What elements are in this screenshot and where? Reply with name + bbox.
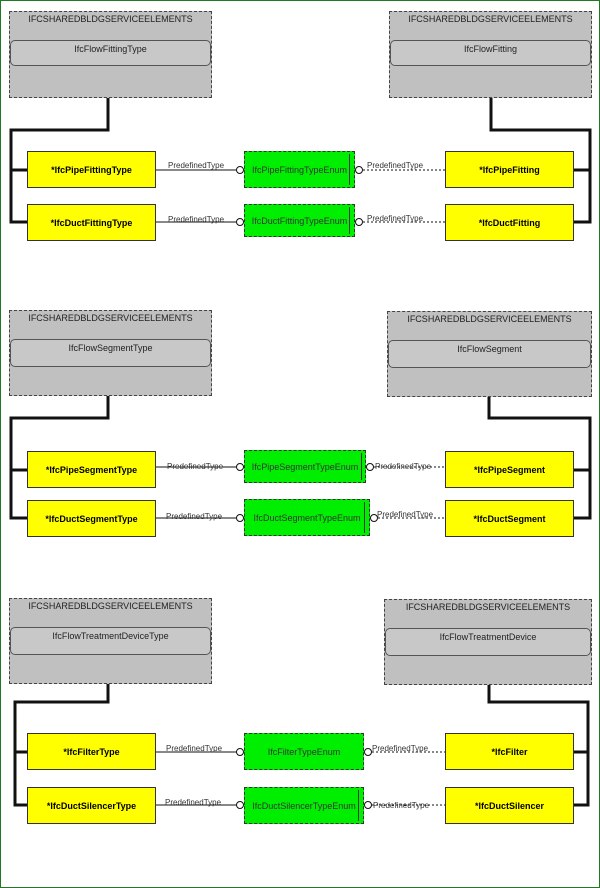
enum-label: IfcDuctSegmentTypeEnum	[253, 512, 361, 523]
entity-duct-fitting[interactable]: *IfcDuctFitting	[445, 204, 574, 241]
relation-label-right: PredefinedType	[367, 161, 424, 170]
schema-name: IFCSHAREDBLDGSERVICEELEMENTS	[405, 602, 571, 612]
enum-divider	[349, 207, 350, 234]
entity-duct-segment[interactable]: *IfcDuctSegment	[445, 500, 574, 537]
enum-divider	[361, 453, 362, 480]
attribute-end-circle	[355, 166, 363, 174]
schema-name: IFCSHAREDBLDGSERVICEELEMENTS	[408, 14, 573, 24]
inheritance-line	[487, 397, 592, 520]
inheritance-line	[9, 98, 110, 224]
schema-name: IFCSHAREDBLDGSERVICEELEMENTS	[28, 313, 193, 323]
supertype-entity: IfcFlowSegment	[388, 340, 591, 368]
inheritance-line	[489, 98, 592, 224]
relation-label-left: PredefinedType	[166, 744, 223, 753]
attribute-end-circle	[236, 166, 244, 174]
relation-label-left: PredefinedType	[167, 462, 224, 471]
relation-label-right: PredefinedType	[367, 214, 424, 223]
attribute-end-circle	[236, 514, 244, 522]
supertype-entity: IfcFlowFitting	[390, 40, 591, 66]
supertype-entity: IfcFlowSegmentType	[10, 339, 211, 367]
entity-duct-fitting-type[interactable]: *IfcDuctFittingType	[27, 204, 156, 241]
entity-filter-type[interactable]: *IfcFilterType	[27, 733, 156, 770]
enum-label: IfcPipeFittingTypeEnum	[251, 164, 348, 175]
attribute-end-circle	[364, 801, 372, 809]
enum-divider	[349, 154, 350, 185]
schema-box-flow-treatment-device-type[interactable]: IFCSHAREDBLDGSERVICEELEMENTS IfcFlowTrea…	[9, 598, 212, 684]
supertype-entity: IfcFlowTreatmentDeviceType	[10, 627, 211, 655]
schema-box-flow-fitting[interactable]: IFCSHAREDBLDGSERVICEELEMENTS IfcFlowFitt…	[389, 11, 592, 98]
inheritance-line	[487, 685, 590, 807]
entity-duct-silencer[interactable]: *IfcDuctSilencer	[445, 787, 574, 824]
schema-box-flow-segment[interactable]: IFCSHAREDBLDGSERVICEELEMENTS IfcFlowSegm…	[387, 311, 592, 397]
relation-label-right: PredefinedType	[375, 462, 432, 471]
relation-label-right: PredefinedType	[373, 801, 430, 810]
relation-label-left: PredefinedType	[165, 798, 222, 807]
attribute-end-circle	[236, 748, 244, 756]
attribute-end-circle	[236, 463, 244, 471]
inheritance-line	[13, 684, 110, 807]
enum-pipe-segment-type[interactable]: IfcPipeSegmentTypeEnum	[244, 450, 366, 483]
enum-divider	[364, 502, 365, 533]
inheritance-line	[9, 396, 110, 520]
attribute-end-circle	[364, 748, 372, 756]
schema-box-flow-fitting-type[interactable]: IFCSHAREDBLDGSERVICEELEMENTS IfcFlowFitt…	[9, 11, 212, 98]
attribute-end-circle	[236, 218, 244, 226]
supertype-entity: IfcFlowFittingType	[10, 40, 211, 66]
schema-name: IFCSHAREDBLDGSERVICEELEMENTS	[28, 601, 193, 611]
entity-pipe-segment-type[interactable]: *IfcPipeSegmentType	[27, 451, 156, 488]
relation-label-left: PredefinedType	[166, 512, 223, 521]
attribute-end-circle	[370, 514, 378, 522]
enum-pipe-fitting-type[interactable]: IfcPipeFittingTypeEnum	[244, 151, 355, 188]
schema-name: IFCSHAREDBLDGSERVICEELEMENTS	[407, 314, 572, 324]
entity-duct-silencer-type[interactable]: *IfcDuctSilencerType	[27, 787, 156, 824]
enum-label: IfcPipeSegmentTypeEnum	[251, 461, 359, 472]
supertype-entity: IfcFlowTreatmentDevice	[385, 628, 591, 656]
enum-divider	[358, 790, 359, 821]
schema-box-flow-segment-type[interactable]: IFCSHAREDBLDGSERVICEELEMENTS IfcFlowSegm…	[9, 310, 212, 396]
entity-filter[interactable]: *IfcFilter	[445, 733, 574, 770]
enum-filter-type[interactable]: IfcFilterTypeEnum	[244, 733, 364, 770]
schema-name: IFCSHAREDBLDGSERVICEELEMENTS	[28, 14, 193, 24]
enum-duct-segment-type[interactable]: IfcDuctSegmentTypeEnum	[244, 499, 370, 536]
entity-pipe-segment[interactable]: *IfcPipeSegment	[445, 451, 574, 488]
schema-box-flow-treatment-device[interactable]: IFCSHAREDBLDGSERVICEELEMENTS IfcFlowTrea…	[384, 599, 592, 685]
attribute-end-circle	[236, 801, 244, 809]
enum-duct-fitting-type[interactable]: IfcDuctFittingTypeEnum	[244, 204, 355, 237]
entity-duct-segment-type[interactable]: *IfcDuctSegmentType	[27, 500, 156, 537]
enum-duct-silencer-type[interactable]: IfcDuctSilencerTypeEnum	[244, 787, 364, 824]
entity-pipe-fitting-type[interactable]: *IfcPipeFittingType	[27, 151, 156, 188]
enum-label: IfcDuctFittingTypeEnum	[251, 215, 348, 226]
enum-label: IfcDuctSilencerTypeEnum	[252, 800, 356, 811]
attribute-end-circle	[366, 463, 374, 471]
attribute-end-circle	[355, 218, 363, 226]
relation-label-right: PredefinedType	[372, 744, 429, 753]
relation-label-left: PredefinedType	[168, 161, 225, 170]
relation-label-left: PredefinedType	[168, 215, 225, 224]
entity-pipe-fitting[interactable]: *IfcPipeFitting	[445, 151, 574, 188]
relation-label-right: PredefinedType	[377, 510, 434, 519]
enum-label: IfcFilterTypeEnum	[267, 746, 341, 757]
